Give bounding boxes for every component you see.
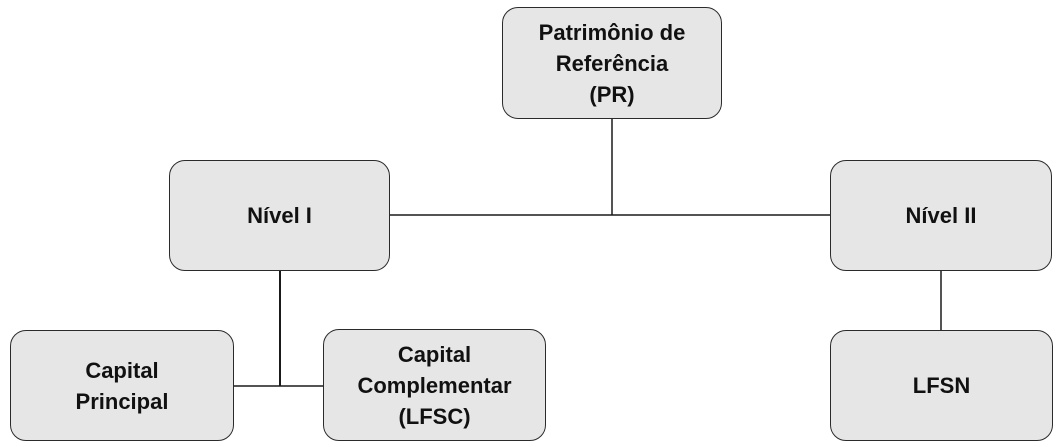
node-label: Nível II (905, 203, 977, 228)
node-nivel-1: Nível I (169, 160, 390, 271)
node-label: LFSN (912, 373, 971, 398)
node-label: Capital Complementar (LFSC) (357, 341, 512, 429)
node-capital-principal: Capital Principal (10, 330, 234, 441)
node-label: Patrimônio de Referência (PR) (538, 19, 686, 107)
node-nivel-2: Nível II (830, 160, 1052, 271)
node-lfsn: LFSN (830, 330, 1053, 441)
node-label: Nível I (247, 203, 312, 228)
node-capital-complementar: Capital Complementar (LFSC) (323, 329, 546, 441)
node-label: Capital Principal (75, 357, 169, 414)
node-patrimonio-de-referencia: Patrimônio de Referência (PR) (502, 7, 722, 119)
